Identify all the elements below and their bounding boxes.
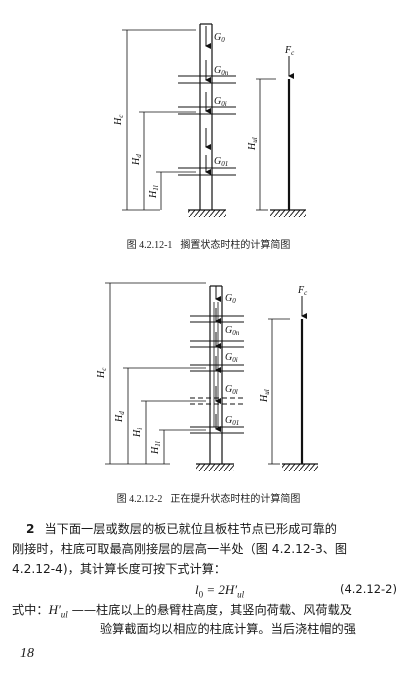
paragraph-line-2: 刚接时，柱底可取最高刚接层的层高一半处（图 4.2.12-3、图: [12, 542, 348, 556]
label-fc: Fc: [297, 285, 308, 297]
dimension-lines: [105, 282, 290, 465]
where-line-1: 式中：H′ul ——柱底以上的悬臂柱高度，其竖向荷载、风荷载及: [12, 602, 352, 620]
label-hc: Hc: [96, 367, 108, 379]
label-hul: Hul: [259, 389, 271, 403]
column: [199, 23, 213, 210]
label-g0n: G0n: [225, 325, 240, 337]
dimension-lines: [122, 29, 276, 211]
figure-2-diagram: Hc Hd Hi H1l Hul G0 G0n G0i G0l G01 Fc: [96, 282, 318, 471]
label-hul: Hul: [247, 137, 259, 151]
label-hi: Hi: [132, 428, 144, 438]
where-line-2: 验算截面均以相应的柱底计算。当后浇柱帽的强: [100, 622, 356, 636]
label-g0: G0: [214, 32, 225, 44]
label-hd: Hd: [114, 411, 126, 423]
label-g0n: G0n: [214, 65, 229, 77]
label-h1l: H1l: [148, 185, 160, 199]
figure-1-diagram: Hc Hd H1l Hul G0 G0n G0i G01 Fc: [113, 23, 306, 217]
label-h1l: H1l: [150, 441, 162, 455]
label-hc: Hc: [113, 114, 125, 126]
label-g01: G01: [214, 156, 228, 168]
label-g0l: G0l: [225, 384, 238, 396]
page-number: 18: [20, 646, 34, 661]
paragraph-number: 2: [26, 522, 35, 536]
label-g01: G01: [225, 415, 239, 427]
ground-support: [196, 463, 318, 471]
label-g0i: G0i: [214, 96, 227, 108]
formula-number: (4.2.12-2): [339, 582, 397, 596]
formula-expression: l0 = 2H′ul: [195, 582, 245, 600]
ground-support: [188, 209, 306, 217]
formula: l0 = 2H′ul (4.2.12-2): [0, 582, 417, 600]
label-fc: Fc: [284, 45, 295, 57]
label-g0: G0: [225, 293, 236, 305]
slab-lines: [178, 75, 236, 176]
paragraph-line-3: 4.2.12-4)，其计算长度可按下式计算：: [12, 562, 227, 576]
label-g0i: G0i: [225, 352, 238, 364]
label-hd: Hd: [131, 154, 143, 166]
